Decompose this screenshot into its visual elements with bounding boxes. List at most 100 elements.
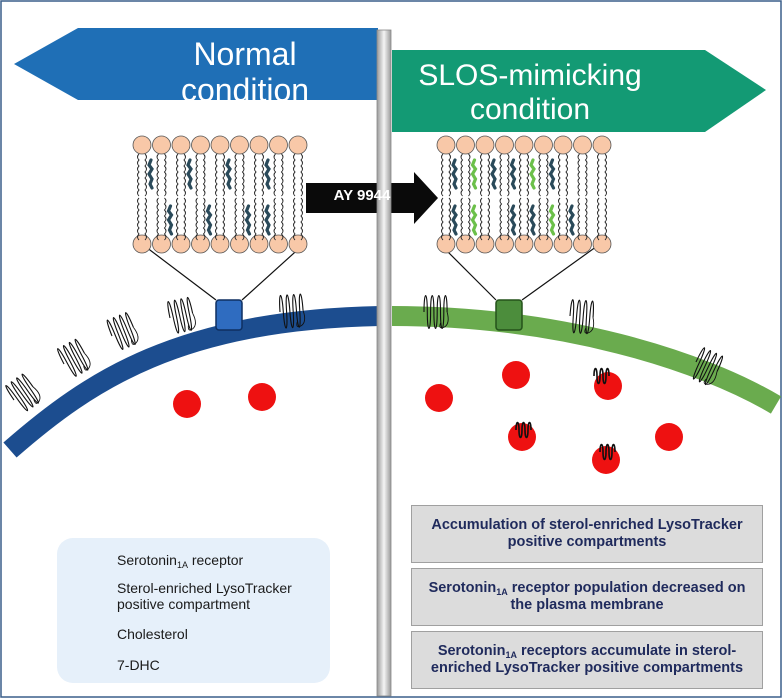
lipid-tail — [441, 153, 444, 197]
lipid-tail — [577, 153, 581, 197]
cholesterol-molecule — [548, 158, 556, 190]
zoom-line — [241, 243, 305, 301]
lipid-head — [592, 135, 612, 155]
lipid-tail — [156, 153, 160, 197]
lipid-tail — [202, 197, 206, 241]
legend-receptor-label: Serotonin1A receptor — [117, 552, 244, 570]
lipid-head — [249, 135, 269, 155]
lipid-tail — [144, 197, 147, 241]
lipid-tail — [273, 197, 277, 241]
lysotracker-compartment — [655, 423, 683, 451]
lipid-tail — [241, 153, 245, 197]
left-membrane-patch — [215, 299, 243, 331]
lipid-tail — [460, 153, 464, 197]
left-banner-arrow — [14, 28, 378, 100]
zoom-line — [141, 243, 217, 301]
lipid-tail — [300, 153, 303, 197]
lipid-head — [553, 135, 573, 155]
lysotracker-compartment — [594, 372, 622, 400]
lipid-head — [514, 234, 534, 254]
lipid-head — [495, 135, 514, 155]
lipid-head — [210, 234, 230, 254]
lipid-tail — [156, 197, 160, 241]
cholesterol-molecule — [147, 158, 154, 190]
lipid-head — [436, 135, 456, 155]
lysotracker-compartment — [425, 384, 453, 412]
zoom-line — [521, 243, 601, 301]
dhc-molecule — [548, 204, 556, 236]
zoom-line — [439, 243, 497, 301]
lipid-tail — [460, 197, 464, 241]
lipid-head — [191, 135, 210, 155]
lipid-tail — [137, 197, 140, 241]
lipid-head — [592, 234, 612, 254]
info-text: Accumulation of sterol-enriched LysoTrac… — [431, 516, 743, 550]
lipid-head — [269, 135, 288, 155]
lipid-tail — [480, 153, 483, 197]
lipid-tail — [293, 197, 296, 241]
lipid-tail — [467, 197, 471, 241]
lipid-tail — [565, 197, 568, 241]
lipid-head — [534, 135, 553, 155]
lipid-head — [475, 135, 495, 155]
left-membrane — [3, 306, 381, 458]
info-text: Serotonin1A receptor population decrease… — [428, 579, 746, 614]
lipid-head — [573, 135, 592, 155]
cholesterol-molecule — [264, 158, 271, 190]
lipid-tail — [526, 153, 529, 197]
right-banner-arrow — [392, 50, 766, 132]
lipid-tail — [144, 153, 147, 197]
lipid-tail — [215, 153, 218, 197]
lipid-head — [288, 135, 308, 155]
lipid-tail — [163, 153, 167, 197]
normal-condition-title: Normal condition — [180, 36, 310, 109]
cholesterol-molecule — [509, 158, 517, 190]
info-box-receptor-accumulate: Serotonin1A receptors accumulate in ster… — [411, 631, 763, 689]
legend-box — [57, 538, 330, 683]
lipid-head — [132, 135, 152, 155]
lipid-tail — [195, 153, 199, 197]
lipid-tail — [176, 197, 179, 241]
lipid-tail — [261, 153, 264, 197]
lipid-tail — [280, 197, 284, 241]
lipid-head — [573, 234, 592, 254]
cholesterol-molecule — [509, 204, 517, 236]
lipid-tail — [176, 153, 179, 197]
lipid-tail — [254, 197, 257, 241]
lipid-head — [152, 234, 171, 254]
cholesterol-molecule — [225, 158, 232, 190]
lysotracker-compartment — [592, 446, 620, 474]
lipid-tail — [254, 153, 257, 197]
lipid-head — [171, 234, 191, 254]
lipid-head — [456, 135, 475, 155]
lipid-head — [553, 234, 573, 254]
legend-compartment-label: Sterol-enriched LysoTracker positive com… — [117, 580, 292, 613]
lipid-tail — [234, 153, 238, 197]
lipid-head — [152, 135, 171, 155]
lipid-tail — [441, 197, 444, 241]
lipid-tail — [202, 153, 206, 197]
drug-arrow — [306, 172, 438, 224]
lipid-tail — [293, 153, 296, 197]
lipid-tail — [506, 197, 510, 241]
lipid-tail — [487, 197, 490, 241]
cholesterol-molecule — [264, 204, 271, 236]
lipid-head — [230, 135, 249, 155]
dhc-molecule — [529, 158, 536, 190]
lipid-tail — [545, 197, 549, 241]
lipid-head — [534, 234, 553, 254]
lipid-tail — [499, 153, 503, 197]
right-lipid-bilayer — [436, 135, 612, 254]
lipid-tail — [565, 153, 568, 197]
lipid-tail — [558, 197, 561, 241]
lipid-tail — [300, 197, 303, 241]
lipid-tail — [234, 197, 238, 241]
lipid-tail — [222, 197, 225, 241]
cholesterol-molecule — [166, 204, 174, 236]
cholesterol-molecule — [451, 158, 458, 190]
lipid-tail — [499, 197, 503, 241]
lipid-head — [495, 234, 514, 254]
right-membrane-patch — [495, 299, 523, 331]
lipid-tail — [519, 197, 522, 241]
